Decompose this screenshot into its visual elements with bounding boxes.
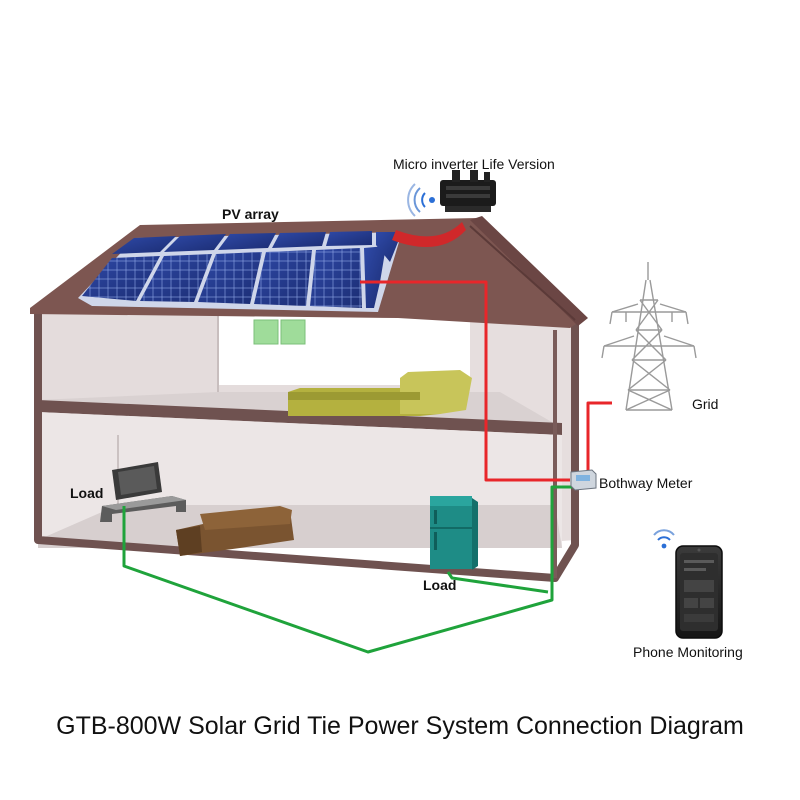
sofa [176, 506, 294, 556]
power-tower [601, 262, 697, 411]
diagram-caption: GTB-800W Solar Grid Tie Power System Con… [56, 712, 744, 740]
load-label-fridge: Load [423, 577, 457, 593]
floor-divider [38, 400, 562, 435]
ac-wiring [122, 485, 575, 654]
solar-panels [82, 231, 402, 308]
grid-label: Grid [692, 396, 719, 412]
pv-array-label: PV array [222, 206, 279, 222]
meter-to-grid-line [586, 401, 612, 473]
pv-to-meter-line [360, 280, 570, 482]
micro-inverter [440, 170, 496, 212]
phone-monitoring-label: Phone Monitoring [633, 644, 743, 660]
dc-wiring [360, 280, 612, 482]
fridge-branch-line [446, 571, 549, 594]
refrigerator [430, 496, 478, 570]
pv-array [78, 222, 466, 312]
wifi-signal-icon [407, 183, 435, 217]
skylight [253, 319, 306, 345]
smartphone [675, 545, 723, 639]
load-label-tv: Load [70, 485, 104, 501]
micro-inverter-label: Micro inverter Life Version [393, 156, 555, 172]
bothway-meter [570, 469, 597, 491]
phone-signal-icon [653, 529, 675, 549]
television [100, 462, 186, 522]
pv-to-inverter-arrow [392, 222, 466, 248]
roof-gable-edge [470, 216, 588, 326]
meter-to-loads-line [122, 485, 575, 654]
bothway-meter-label: Bothway Meter [599, 475, 693, 491]
bed [288, 370, 472, 416]
